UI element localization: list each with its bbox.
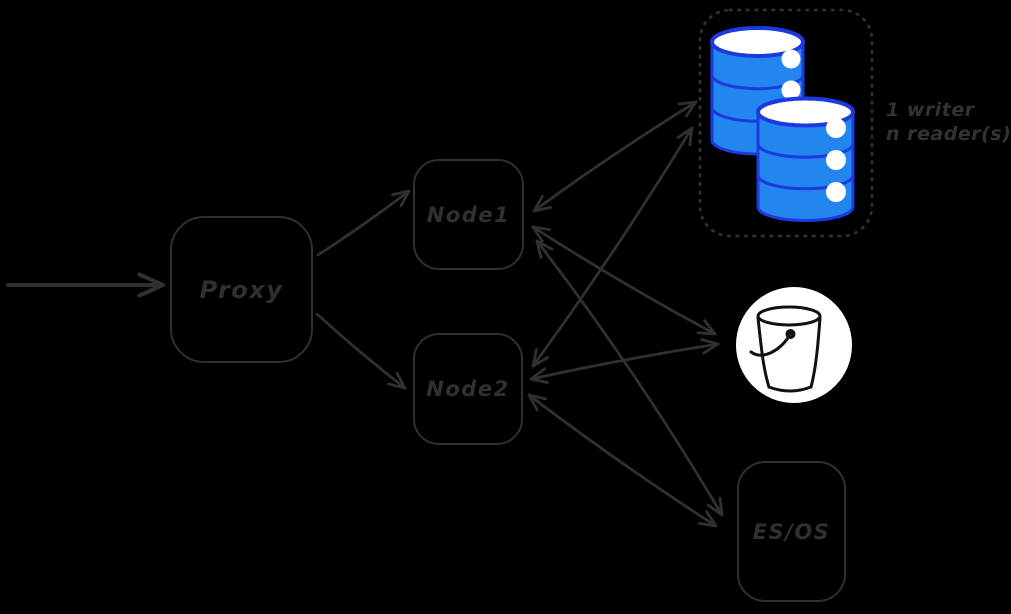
proxy-to-node2 bbox=[315, 312, 407, 390]
node1-bucket-head bbox=[531, 225, 552, 243]
node2-esos-head bbox=[527, 393, 547, 412]
annotation-line2: n reader(s) bbox=[886, 123, 1011, 145]
node1-label: Node1 bbox=[426, 202, 511, 227]
annotation-line1: 1 writer bbox=[886, 99, 975, 121]
node1-node: Node1 bbox=[413, 159, 524, 270]
node2-label: Node2 bbox=[426, 377, 510, 401]
proxy-to-node2-head bbox=[387, 371, 407, 390]
node2-bucket-head bbox=[529, 367, 549, 384]
node2-bucket-head bbox=[700, 338, 720, 355]
node2-db-head bbox=[676, 126, 694, 147]
node1-db-head bbox=[677, 100, 698, 118]
node2-esos bbox=[527, 393, 718, 528]
node1-db-head bbox=[532, 194, 552, 213]
bucket-icon bbox=[736, 287, 852, 403]
node2-node: Node2 bbox=[413, 333, 523, 445]
in-to-proxy-head bbox=[137, 272, 165, 298]
esos-label: ES/OS bbox=[752, 519, 831, 544]
node2-esos-head bbox=[697, 510, 718, 528]
proxy-node: Proxy bbox=[170, 216, 313, 363]
node1-bucket-head bbox=[696, 319, 717, 336]
db-cluster-box bbox=[698, 8, 874, 238]
esos-node: ES/OS bbox=[737, 461, 846, 602]
node1-esos-head bbox=[706, 496, 724, 517]
proxy-to-node1 bbox=[316, 189, 411, 257]
node1-db bbox=[532, 100, 698, 213]
node2-db-head bbox=[531, 348, 550, 368]
proxy-to-node1-head bbox=[391, 189, 411, 208]
node1-esos-head bbox=[535, 239, 554, 259]
proxy-label: Proxy bbox=[199, 275, 284, 304]
node2-db bbox=[531, 126, 694, 368]
writer-reader-annotation: 1 writer n reader(s) bbox=[886, 98, 1011, 146]
node1-bucket bbox=[531, 225, 717, 336]
db-cylinder-front-icon bbox=[756, 96, 855, 222]
connection-arrows bbox=[6, 100, 724, 528]
node1-esos bbox=[535, 239, 724, 517]
